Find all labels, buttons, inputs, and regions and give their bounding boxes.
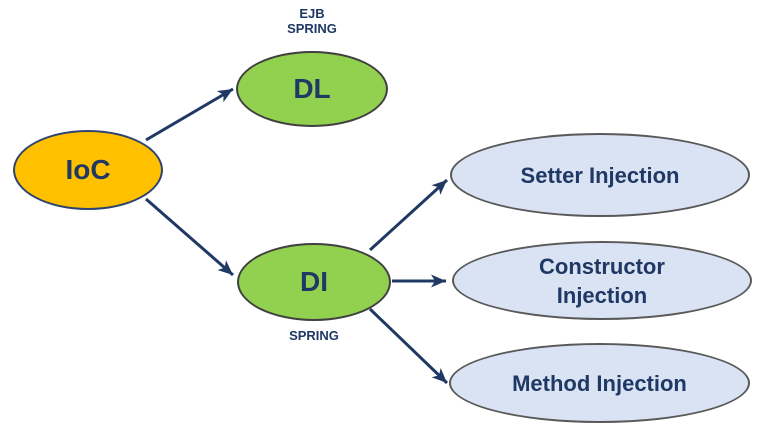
node-setter-injection: Setter Injection — [450, 133, 750, 217]
arrow-di-to-setter — [368, 178, 449, 252]
node-method-injection: Method Injection — [449, 343, 750, 423]
node-method-injection-label: Method Injection — [512, 370, 687, 396]
node-dl: DL — [236, 51, 388, 127]
node-di: DI — [237, 243, 391, 321]
node-dl-label: DL — [293, 73, 331, 104]
di-framework-label: SPRING — [289, 328, 339, 343]
node-ioc: IoC — [13, 130, 163, 210]
dl-frameworks-line2: SPRING — [287, 21, 337, 36]
node-setter-injection-label: Setter Injection — [520, 162, 680, 188]
dl-frameworks-label: EJB SPRING — [236, 6, 388, 36]
node-ioc-label: IoC — [65, 154, 111, 185]
node-constructor-injection-label: Constructor Injection — [539, 253, 665, 308]
arrow-di-to-method — [368, 307, 449, 385]
arrow-ioc-to-dl — [145, 87, 234, 142]
dl-frameworks-line1: EJB — [299, 6, 325, 21]
node-constructor-injection: Constructor Injection — [452, 241, 752, 320]
node-di-label: DI — [300, 266, 328, 297]
arrow-ioc-to-di — [145, 197, 234, 277]
